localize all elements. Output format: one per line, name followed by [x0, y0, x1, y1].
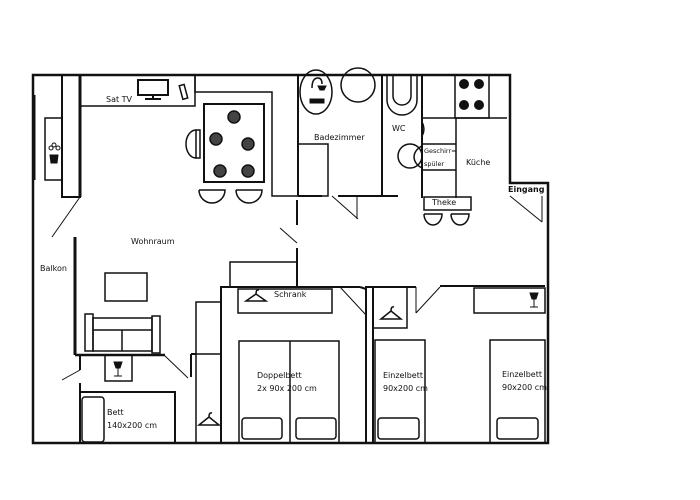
sat-tv-label: Sat TV: [106, 95, 133, 104]
shower-icon: [299, 69, 333, 115]
single-bed-2-title: Einzelbett: [502, 370, 542, 379]
dining-table: [203, 103, 265, 183]
dishwasher-label-1: Geschirr=: [424, 147, 457, 155]
entrance-label: Eingang: [508, 185, 545, 194]
wc-label: WC: [392, 124, 406, 133]
plant-shelf: [44, 117, 63, 181]
outer-wall: [31, 73, 550, 445]
single-bed-2: [489, 339, 546, 444]
living-room-label: Wohnraum: [131, 237, 175, 246]
bathroom-label: Badezimmer: [314, 133, 365, 142]
bed-small-size: 140x200 cm: [107, 421, 158, 430]
wardrobe: [237, 288, 333, 314]
wardrobe-label: Schrank: [274, 290, 307, 299]
double-bed-title: Doppelbett: [257, 371, 302, 380]
closet-small: [372, 286, 408, 329]
nightstand: [473, 287, 546, 314]
dishwasher-label-2: spüler: [424, 160, 445, 168]
tv-icon: [137, 79, 169, 96]
lamp-table: [104, 354, 133, 382]
single-bed-1-title: Einzelbett: [383, 371, 423, 380]
stove: [454, 74, 490, 119]
counter-label: Theke: [432, 198, 457, 207]
double-bed: [238, 340, 340, 444]
sink: [340, 67, 376, 103]
double-bed-size: 2x 90x 200 cm: [257, 384, 317, 393]
balcony-label: Balkon: [40, 264, 67, 273]
coffee-table: [104, 272, 148, 302]
bed-small-title: Bett: [107, 408, 124, 417]
counter: [423, 196, 472, 211]
kitchen-label: Küche: [466, 158, 491, 167]
remote-icon: [178, 83, 189, 101]
single-bed-2-size: 90x200 cm: [502, 383, 547, 392]
toilet: [386, 75, 418, 116]
single-bed-1: [374, 339, 426, 444]
single-bed-1-size: 90x200 cm: [383, 384, 428, 393]
